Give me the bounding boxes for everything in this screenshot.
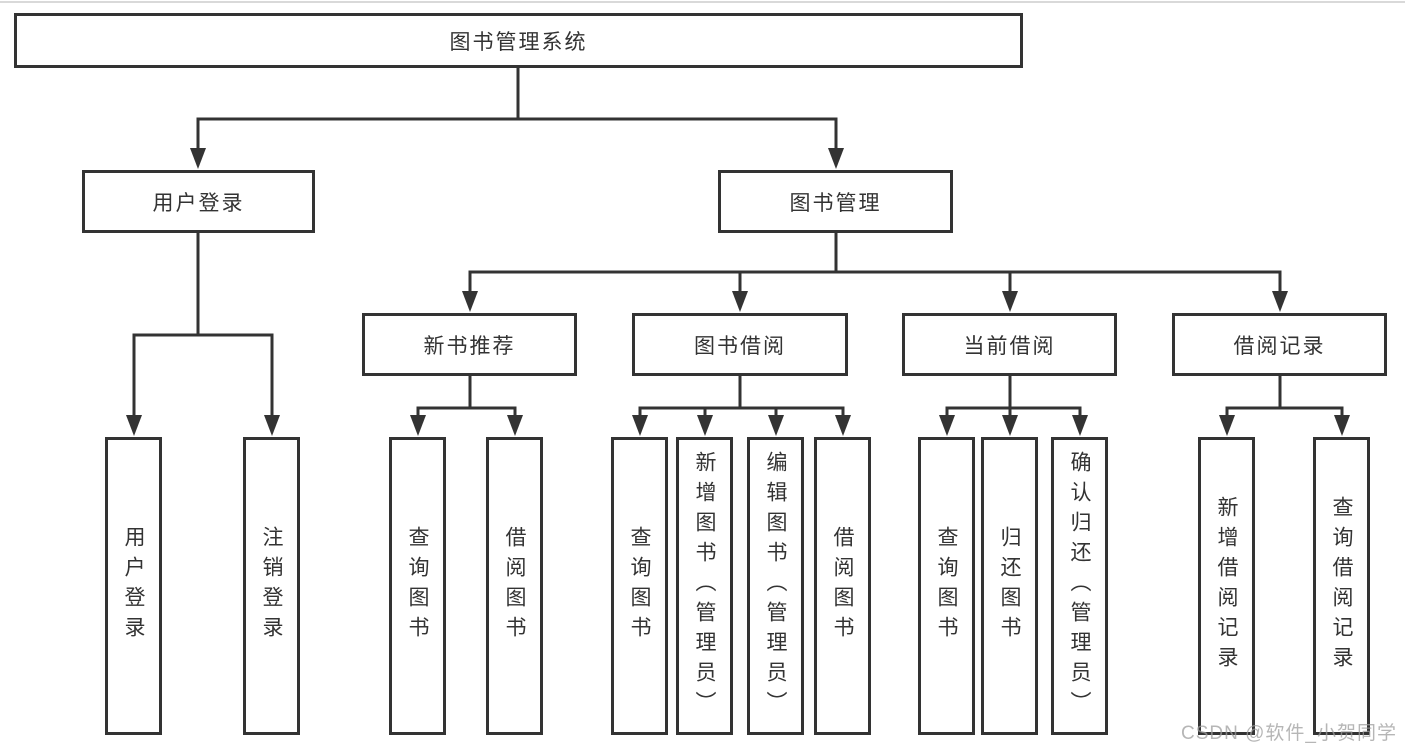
node-label: 查询图书 [628, 526, 651, 646]
node-current-borrowing: 当前借阅 [902, 313, 1117, 376]
leaf-query-borrow-record: 查询借阅记录 [1313, 437, 1370, 735]
leaf-borrow-books: 借阅图书 [486, 437, 543, 735]
node-label: 借阅图书 [503, 526, 526, 646]
csdn-watermark: CSDN @软件_小贺同学 [1181, 723, 1397, 744]
arrowheads [126, 148, 1350, 436]
node-label: 查询图书 [935, 526, 958, 646]
leaf-return-books: 归还图书 [981, 437, 1038, 735]
node-label: 查询图书 [406, 526, 429, 646]
leaf-query-books: 查询图书 [389, 437, 446, 735]
node-label: 确认归还（管理员） [1068, 451, 1091, 721]
node-book-management: 图书管理 [718, 170, 953, 233]
node-new-book-recommend: 新书推荐 [362, 313, 577, 376]
node-label: 图书管理 [789, 191, 882, 215]
node-borrowing-records: 借阅记录 [1172, 313, 1387, 376]
leaf-logout: 注销登录 [243, 437, 300, 735]
node-label: 图书借阅 [694, 334, 786, 358]
node-label: 借阅图书 [831, 526, 854, 646]
node-label: 新增借阅记录 [1215, 496, 1238, 676]
top-border-rule [0, 1, 1405, 3]
leaf-user-login: 用户登录 [105, 437, 162, 735]
node-label: 用户登录 [152, 191, 245, 215]
node-label: 借阅记录 [1233, 334, 1326, 358]
node-label: 归还图书 [998, 526, 1021, 646]
node-label: 查询借阅记录 [1330, 496, 1353, 676]
node-library-management-system: 图书管理系统 [14, 13, 1023, 68]
leaf-query-books: 查询图书 [611, 437, 668, 735]
node-label: 编辑图书（管理员） [764, 451, 787, 721]
node-label: 用户登录 [122, 526, 145, 646]
leaf-add-borrow-record: 新增借阅记录 [1198, 437, 1255, 735]
node-label: 注销登录 [260, 526, 283, 646]
node-label: 当前借阅 [963, 334, 1056, 358]
leaf-confirm-return-admin: 确认归还（管理员） [1051, 437, 1108, 735]
leaf-add-books-admin: 新增图书（管理员） [676, 437, 733, 735]
node-label: 新增图书（管理员） [693, 451, 716, 721]
node-label: 图书管理系统 [449, 30, 588, 54]
node-user-login: 用户登录 [82, 170, 315, 233]
leaf-query-books: 查询图书 [918, 437, 975, 735]
leaf-edit-books-admin: 编辑图书（管理员） [747, 437, 804, 735]
node-book-borrowing: 图书借阅 [632, 313, 848, 376]
leaf-borrow-books: 借阅图书 [814, 437, 871, 735]
node-label: 新书推荐 [423, 334, 516, 358]
